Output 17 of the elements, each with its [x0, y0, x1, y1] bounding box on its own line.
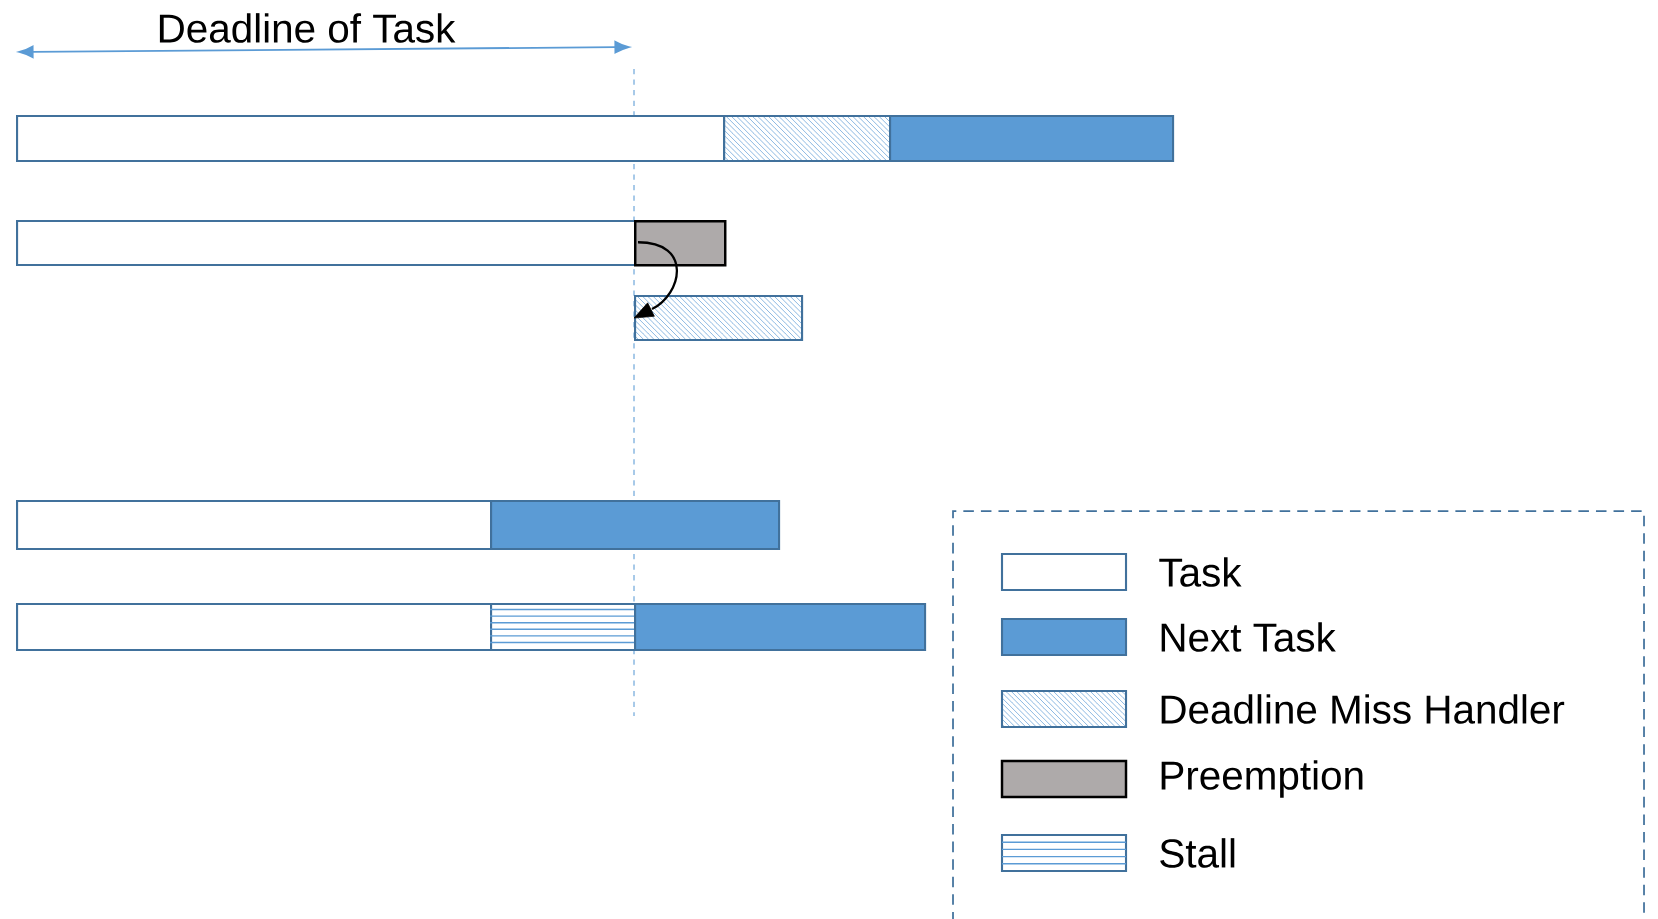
- handler-bar: [723, 115, 892, 163]
- next-task-bar: [889, 115, 1175, 163]
- task-bar: [16, 500, 493, 551]
- arrow: [633, 241, 678, 319]
- legend-label: Deadline Miss Handler: [1161, 694, 1565, 724]
- dimension-label: Deadline of Task: [159, 13, 456, 43]
- legend-label: Next Task: [1161, 622, 1336, 652]
- preemption-bar: [634, 220, 727, 267]
- task-bar: [16, 220, 637, 267]
- task-bar: [16, 115, 726, 163]
- next-task-bar: [634, 603, 927, 652]
- next-task-bar: [490, 500, 781, 551]
- legend-label: Preemption: [1161, 760, 1363, 798]
- handler-bar: [634, 295, 804, 342]
- stall-bar: [489, 603, 637, 652]
- legend-label: Task: [1159, 557, 1242, 587]
- legend-label: Stall: [1160, 838, 1235, 868]
